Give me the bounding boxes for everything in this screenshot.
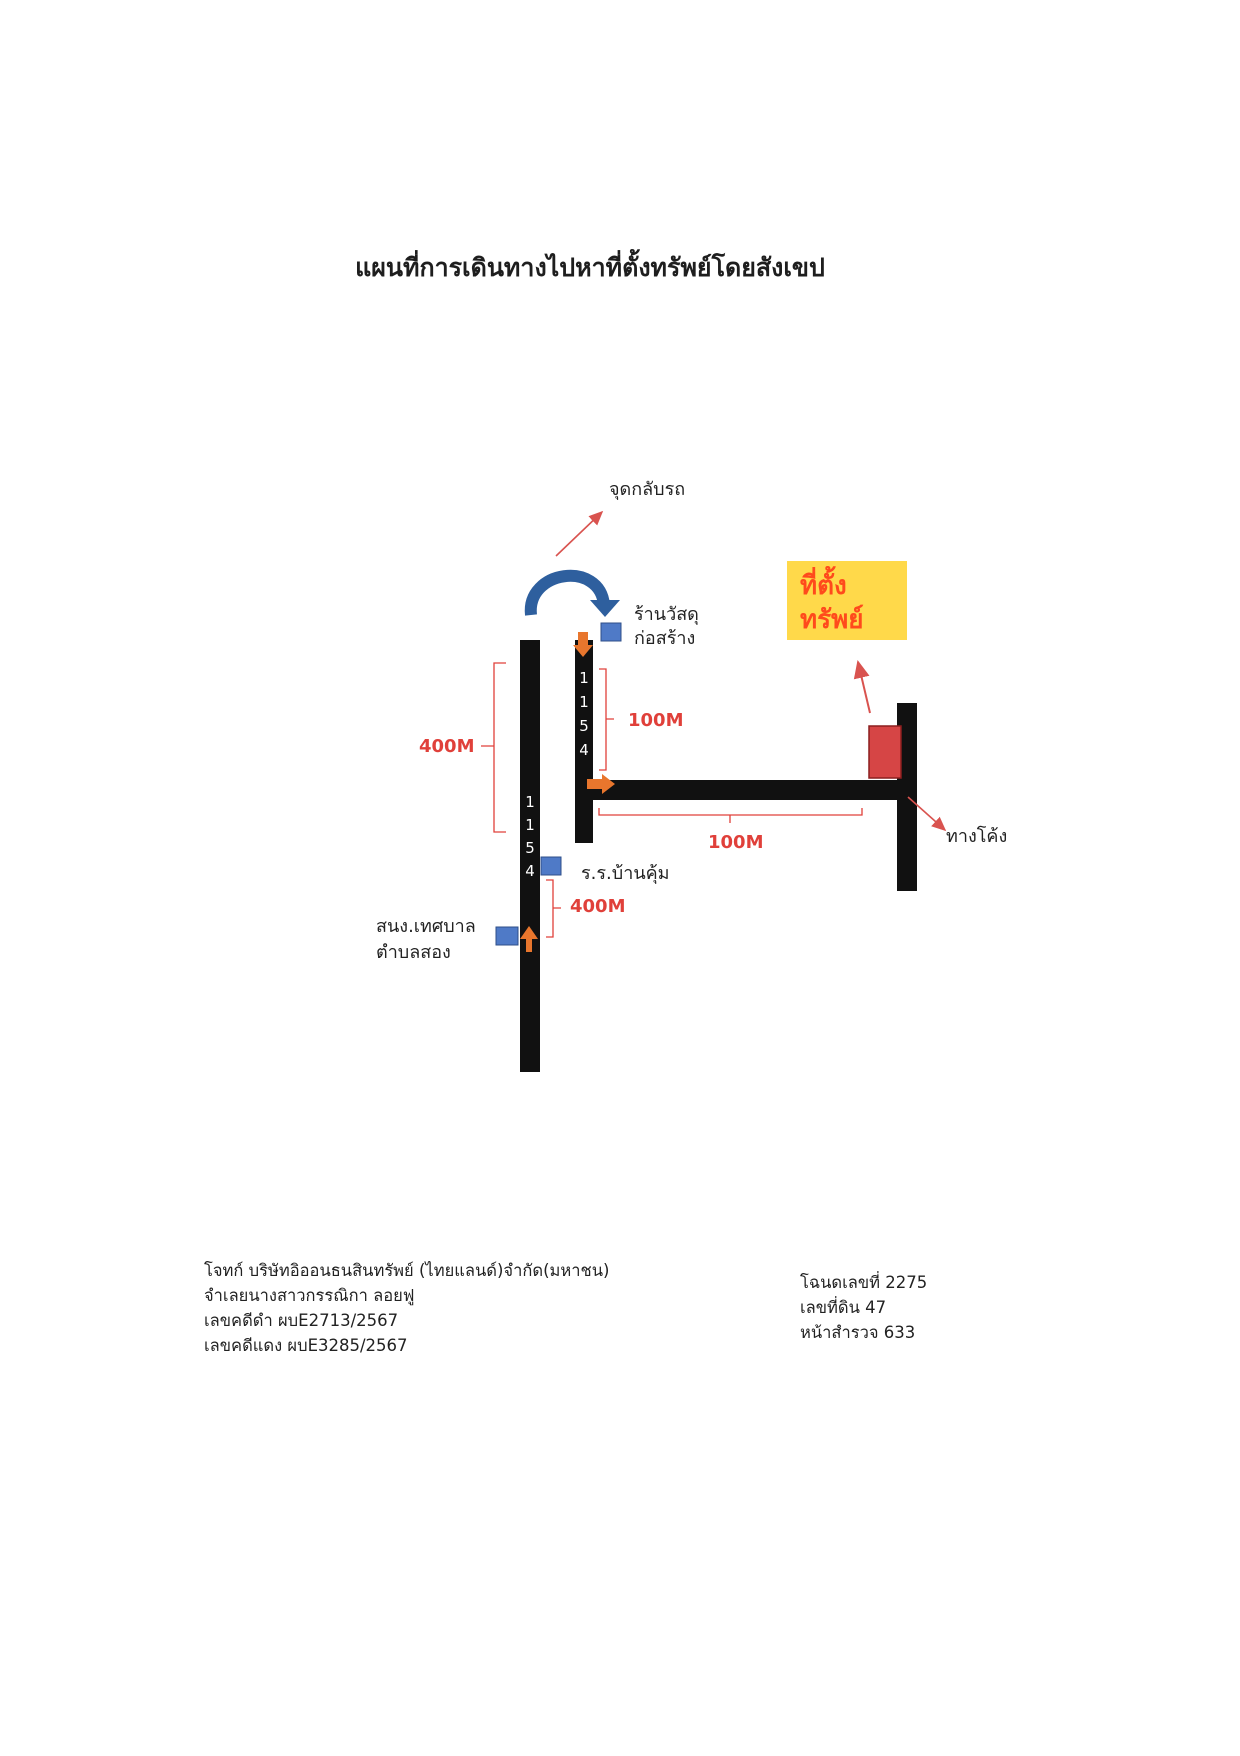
black-case-number: เลขคดีดำ ผบE2713/2567 [204, 1311, 399, 1330]
curve-road [897, 703, 917, 891]
curve-label: ทางโค้ง [946, 825, 1007, 847]
land-number: เลขที่ดิน 47 [800, 1298, 887, 1317]
plaintiff-line: โจทก์ บริษัทอิออนธนสินทรัพย์ (ไทยแลนด์)จ… [204, 1261, 610, 1280]
branch-horizontal-distance-label: 100M [708, 832, 764, 853]
curve-pointer-arrow [907, 796, 947, 832]
branch-road-horizontal [575, 780, 917, 800]
property-pointer-arrow [853, 660, 871, 714]
uturn-pointer-arrow [555, 510, 604, 557]
direction-arrow-down-icon [573, 632, 593, 657]
school-marker-icon [540, 856, 562, 876]
uturn-label: จุดกลับรถ [609, 479, 685, 500]
property-block [868, 725, 902, 779]
page-title: แผนที่การเดินทางไปหาที่ตั้งทรัพย์โดยสังเ… [355, 253, 825, 282]
target-property-box [787, 561, 907, 640]
main-upper-distance-label: 400M [419, 736, 475, 757]
branch-road-number-3: 5 [579, 717, 589, 735]
defendant-line: จำเลยนางสาวกรรณิกา ลอยฟู [204, 1286, 415, 1305]
hardware-store-marker-icon [600, 622, 622, 642]
main-road-number-2: 1 [525, 816, 535, 834]
municipal-office-label-1: สนง.เทศบาล [376, 916, 476, 937]
case-details: โจทก์ บริษัทอิออนธนสินทรัพย์ (ไทยแลนด์)จ… [204, 1258, 609, 1358]
main-road [520, 640, 540, 1072]
municipal-office-label-2: ตำบลสอง [376, 942, 451, 963]
hardware-store-label-1: ร้านวัสดุ [634, 604, 699, 625]
branch-horizontal-distance-bracket [598, 808, 863, 823]
branch-vertical-distance-label: 100M [628, 710, 684, 731]
direction-arrow-right-icon [587, 774, 615, 794]
school-label: ร.ร.บ้านคุ้ม [581, 863, 670, 884]
main-lower-distance-label: 400M [570, 896, 626, 917]
branch-road-number-2: 1 [579, 693, 589, 711]
deed-number: โฉนดเลขที่ 2275 [800, 1273, 928, 1292]
u-turn-arrow-icon [524, 569, 610, 616]
red-case-number: เลขคดีแดง ผบE3285/2567 [204, 1336, 408, 1355]
main-upper-distance-bracket [481, 662, 506, 833]
main-road-number-4: 4 [525, 862, 535, 880]
u-turn-arrowhead-icon [590, 600, 620, 617]
target-label-line2: ทรัพย์ [800, 604, 863, 635]
main-road-number-3: 5 [525, 839, 535, 857]
direction-arrow-up-icon [520, 926, 538, 952]
main-lower-distance-bracket [546, 879, 561, 938]
hardware-store-label-2: ก่อสร้าง [634, 628, 695, 649]
deed-details: โฉนดเลขที่ 2275 เลขที่ดิน 47 หน้าสำรวจ 6… [800, 1270, 927, 1345]
municipal-office-marker-icon [495, 926, 519, 946]
branch-road-number-4: 4 [579, 741, 589, 759]
main-road-number-1: 1 [525, 793, 535, 811]
target-label-line1: ที่ตั้ง [800, 565, 847, 601]
survey-page: หน้าสำรวจ 633 [800, 1323, 916, 1342]
branch-road-number-1: 1 [579, 669, 589, 687]
branch-vertical-distance-bracket [599, 668, 614, 771]
